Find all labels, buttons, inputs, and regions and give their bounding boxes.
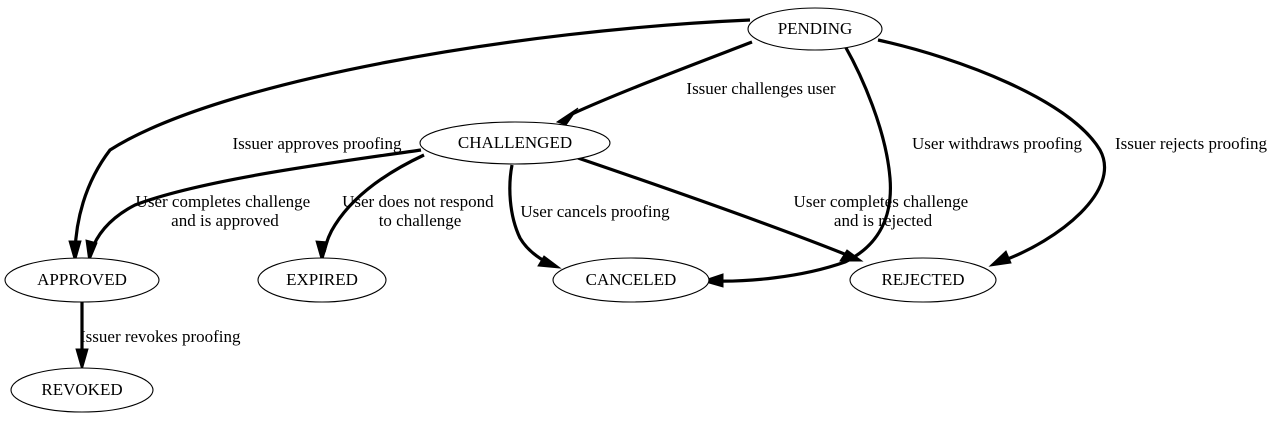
arrowhead-icon xyxy=(315,240,329,264)
edge-label-line: Issuer rejects proofing xyxy=(1115,134,1268,153)
edge-line xyxy=(73,18,751,253)
node-revoked[interactable]: REVOKED xyxy=(10,367,154,413)
edge-label: User withdraws proofing xyxy=(912,134,1082,153)
edge-label-line-1: User completes challenge xyxy=(136,192,311,211)
edge-approved-to-revoked: Issuer revokes proofing xyxy=(75,302,241,372)
node-label: APPROVED xyxy=(37,270,127,289)
edge-label: User completes challenge and is rejected xyxy=(794,192,973,230)
edge-line xyxy=(877,38,1107,264)
edge-pending-to-rejected: Issuer rejects proofing xyxy=(877,38,1268,267)
arrowhead-icon xyxy=(68,240,82,264)
edge-challenged-to-approved: User completes challenge and is approved xyxy=(85,148,422,264)
edge-label-line-1: User completes challenge xyxy=(794,192,969,211)
node-label: CHALLENGED xyxy=(458,133,572,152)
edge-label-line: User cancels proofing xyxy=(520,202,670,221)
edge-label: Issuer challenges user xyxy=(686,79,836,98)
node-challenged[interactable]: CHALLENGED xyxy=(419,121,611,165)
edge-label: Issuer approves proofing xyxy=(232,134,402,153)
arrowhead-icon xyxy=(555,107,579,126)
node-canceled[interactable]: CANCELED xyxy=(552,257,710,303)
node-approved[interactable]: APPROVED xyxy=(4,257,160,303)
node-shape[interactable] xyxy=(10,367,154,413)
node-expired[interactable]: EXPIRED xyxy=(257,257,387,303)
arrowhead-icon xyxy=(85,239,98,264)
arrowhead-icon xyxy=(537,255,562,269)
edge-label: User cancels proofing xyxy=(520,202,670,221)
node-shape[interactable] xyxy=(419,121,611,165)
edge-label-line-2: to challenge xyxy=(379,211,462,230)
edge-label-line: Issuer challenges user xyxy=(686,79,836,98)
edge-line xyxy=(508,164,551,266)
edge-challenged-to-canceled: User cancels proofing xyxy=(508,164,670,269)
edge-pending-to-challenged: Issuer challenges user xyxy=(555,40,836,126)
node-shape[interactable] xyxy=(849,257,997,303)
node-pending[interactable]: PENDING xyxy=(747,7,883,51)
edge-line xyxy=(571,40,753,116)
edge-pending-to-approved: Issuer approves proofing xyxy=(68,18,751,264)
edge-line xyxy=(711,45,893,283)
node-rejected[interactable]: REJECTED xyxy=(849,257,997,303)
node-shape[interactable] xyxy=(747,7,883,51)
node-label: CANCELED xyxy=(586,270,677,289)
edge-challenged-to-rejected: User completes challenge and is rejected xyxy=(577,156,973,262)
edge-label-line: Issuer approves proofing xyxy=(232,134,402,153)
node-label: PENDING xyxy=(778,19,853,38)
arrowhead-icon xyxy=(75,348,89,372)
edge-challenged-to-expired: User does not respond to challenge xyxy=(315,153,498,264)
node-label: REJECTED xyxy=(881,270,964,289)
edge-line xyxy=(577,156,853,259)
node-shape[interactable] xyxy=(4,257,160,303)
node-shape[interactable] xyxy=(257,257,387,303)
edge-label-line-1: User does not respond xyxy=(342,192,494,211)
edge-label-line-2: and is approved xyxy=(171,211,279,230)
edge-label-line: Issuer revokes proofing xyxy=(80,327,241,346)
arrowhead-icon xyxy=(988,250,1012,267)
edge-label: User does not respond to challenge xyxy=(342,192,498,230)
edge-pending-to-canceled: User withdraws proofing xyxy=(700,45,1082,288)
edge-label: Issuer revokes proofing xyxy=(80,327,241,346)
edge-label-line-2: and is rejected xyxy=(834,211,933,230)
node-shape[interactable] xyxy=(552,257,710,303)
node-label: REVOKED xyxy=(41,380,122,399)
arrowhead-icon xyxy=(700,273,724,288)
edge-line xyxy=(89,148,422,253)
edge-label: Issuer rejects proofing xyxy=(1115,134,1268,153)
edge-label-line: User withdraws proofing xyxy=(912,134,1082,153)
edge-label: User completes challenge and is approved xyxy=(136,192,315,230)
node-label: EXPIRED xyxy=(286,270,358,289)
